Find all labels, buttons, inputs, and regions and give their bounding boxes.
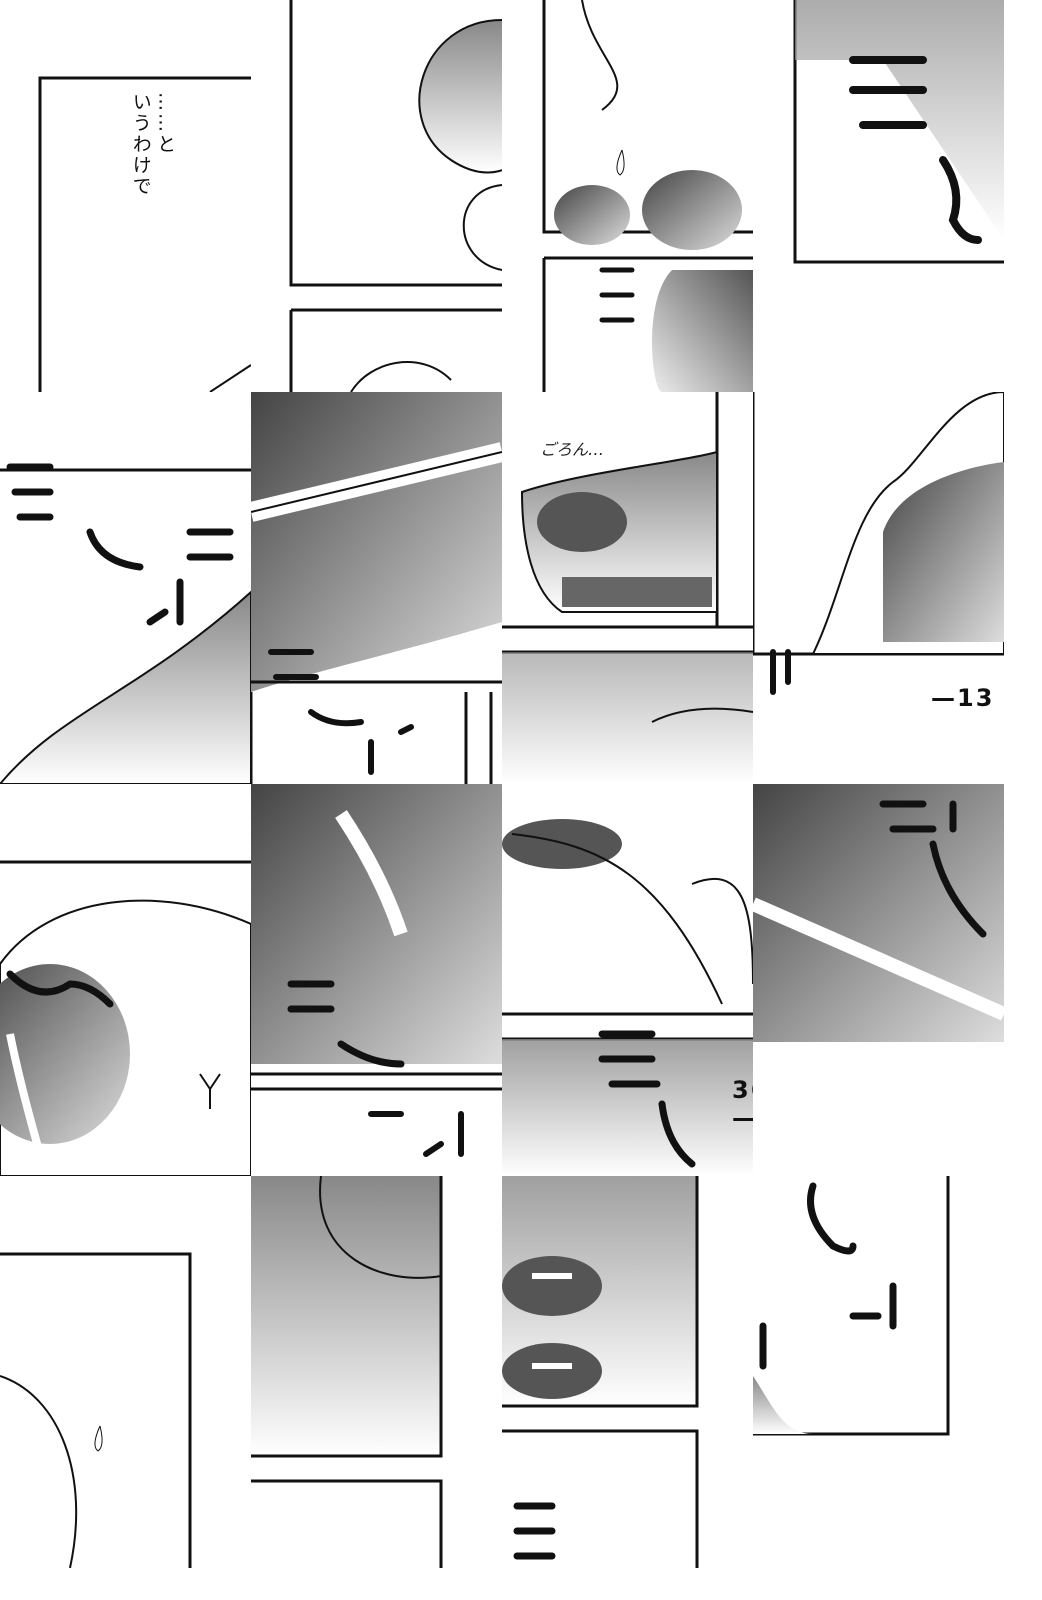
manga-tile-1: ……というわけで xyxy=(0,0,251,392)
rabbit-ear-closeup xyxy=(251,392,502,784)
manga-tile-8: —13 xyxy=(753,392,1004,784)
sfx-drawing xyxy=(753,784,1004,1042)
manga-tile-6 xyxy=(251,392,502,784)
manga-tile-11: 36— xyxy=(502,784,753,1176)
sfx-drawing xyxy=(0,463,251,784)
rabbit-cheek-drawing xyxy=(502,819,753,1176)
manga-tile-12 xyxy=(753,784,1004,1176)
page-number-left: 36— xyxy=(732,1076,753,1132)
rabbit-body-drawing xyxy=(0,1252,192,1568)
manga-tile-3 xyxy=(502,0,753,392)
rabbit-eye-closeup-2 xyxy=(251,784,502,1157)
manga-tile-13 xyxy=(0,1176,251,1568)
manga-tile-9 xyxy=(0,784,251,1176)
manga-tile-16 xyxy=(753,1176,1004,1568)
narration-line-2: いうわけで xyxy=(129,92,152,197)
manga-tile-4 xyxy=(753,0,1004,392)
rabbit-eyes-drawing xyxy=(502,1176,699,1568)
narration-text: ……というわけで xyxy=(128,92,177,197)
manga-tile-14 xyxy=(251,1176,502,1568)
manga-tile-15 xyxy=(502,1176,753,1568)
page-number: —13 xyxy=(931,684,995,712)
manga-tile-2 xyxy=(251,0,502,392)
narration-line-1: ……と xyxy=(154,92,177,155)
sfx-drawing xyxy=(753,1176,950,1436)
panel-border xyxy=(38,76,251,392)
rabbit-eye-closeup xyxy=(0,860,251,1176)
manga-tile-7: ごろん… xyxy=(502,392,753,784)
sfx-roll-text: ごろん… xyxy=(540,440,605,459)
rabbit-lying-drawing xyxy=(502,392,753,784)
rabbit-ear-drawing xyxy=(289,0,502,392)
manga-tile-5 xyxy=(0,392,251,784)
rabbit-back-drawing xyxy=(753,392,1004,695)
rabbit-back-closeup xyxy=(251,1176,443,1568)
sfx-drawing xyxy=(793,0,1004,264)
rabbit-paw-drawing xyxy=(542,0,753,392)
manga-tile-10 xyxy=(251,784,502,1176)
